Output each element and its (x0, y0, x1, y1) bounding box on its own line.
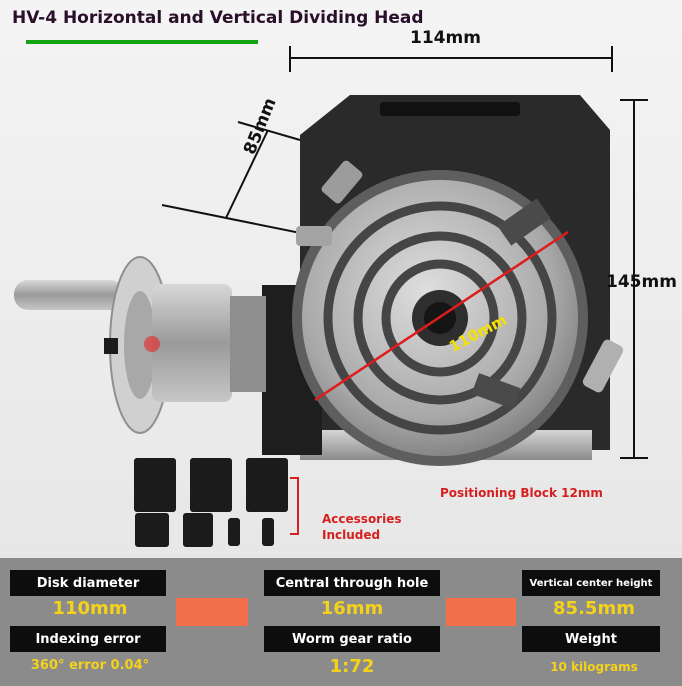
height-dimension-label: 145mm (606, 272, 677, 292)
orange-swatch-left (176, 598, 248, 626)
width-dimension-line (289, 46, 613, 72)
spec-table: Disk diameter 110mm Central through hole… (0, 558, 682, 686)
handwheel-assembly (14, 256, 266, 434)
accessories-bracket (290, 477, 299, 535)
center-height-value: 85.5mm (553, 598, 635, 619)
indexing-error-label: Indexing error (10, 626, 166, 652)
title-underline (26, 40, 258, 44)
disk-diameter-label: Disk diameter (10, 570, 166, 596)
through-hole-value: 16mm (320, 598, 384, 619)
disk-diameter-value: 110mm (52, 598, 128, 619)
indexing-error-value: 360° error 0.04° (30, 658, 150, 673)
orange-swatch-right (446, 598, 516, 626)
accessories-group (134, 458, 288, 547)
width-dimension-label: 114mm (410, 28, 481, 48)
page-title: HV-4 Horizontal and Vertical Dividing He… (12, 8, 424, 28)
through-hole-label: Central through hole (264, 570, 440, 596)
height-dimension-line (620, 99, 648, 459)
accessories-callout: Accessories Included (322, 511, 402, 543)
product-illustration (14, 46, 648, 547)
weight-label: Weight (522, 626, 660, 652)
rotary-table (292, 170, 588, 466)
center-height-label: Vertical center height (522, 570, 660, 596)
worm-ratio-value: 1:72 (329, 656, 375, 677)
positioning-block-callout: Positioning Block 12mm (440, 486, 603, 500)
worm-ratio-label: Worm gear ratio (264, 626, 440, 652)
accessories-callout-line1: Accessories (322, 512, 402, 526)
accessories-callout-line2: Included (322, 528, 381, 542)
weight-value: 10 kilograms (550, 660, 638, 674)
